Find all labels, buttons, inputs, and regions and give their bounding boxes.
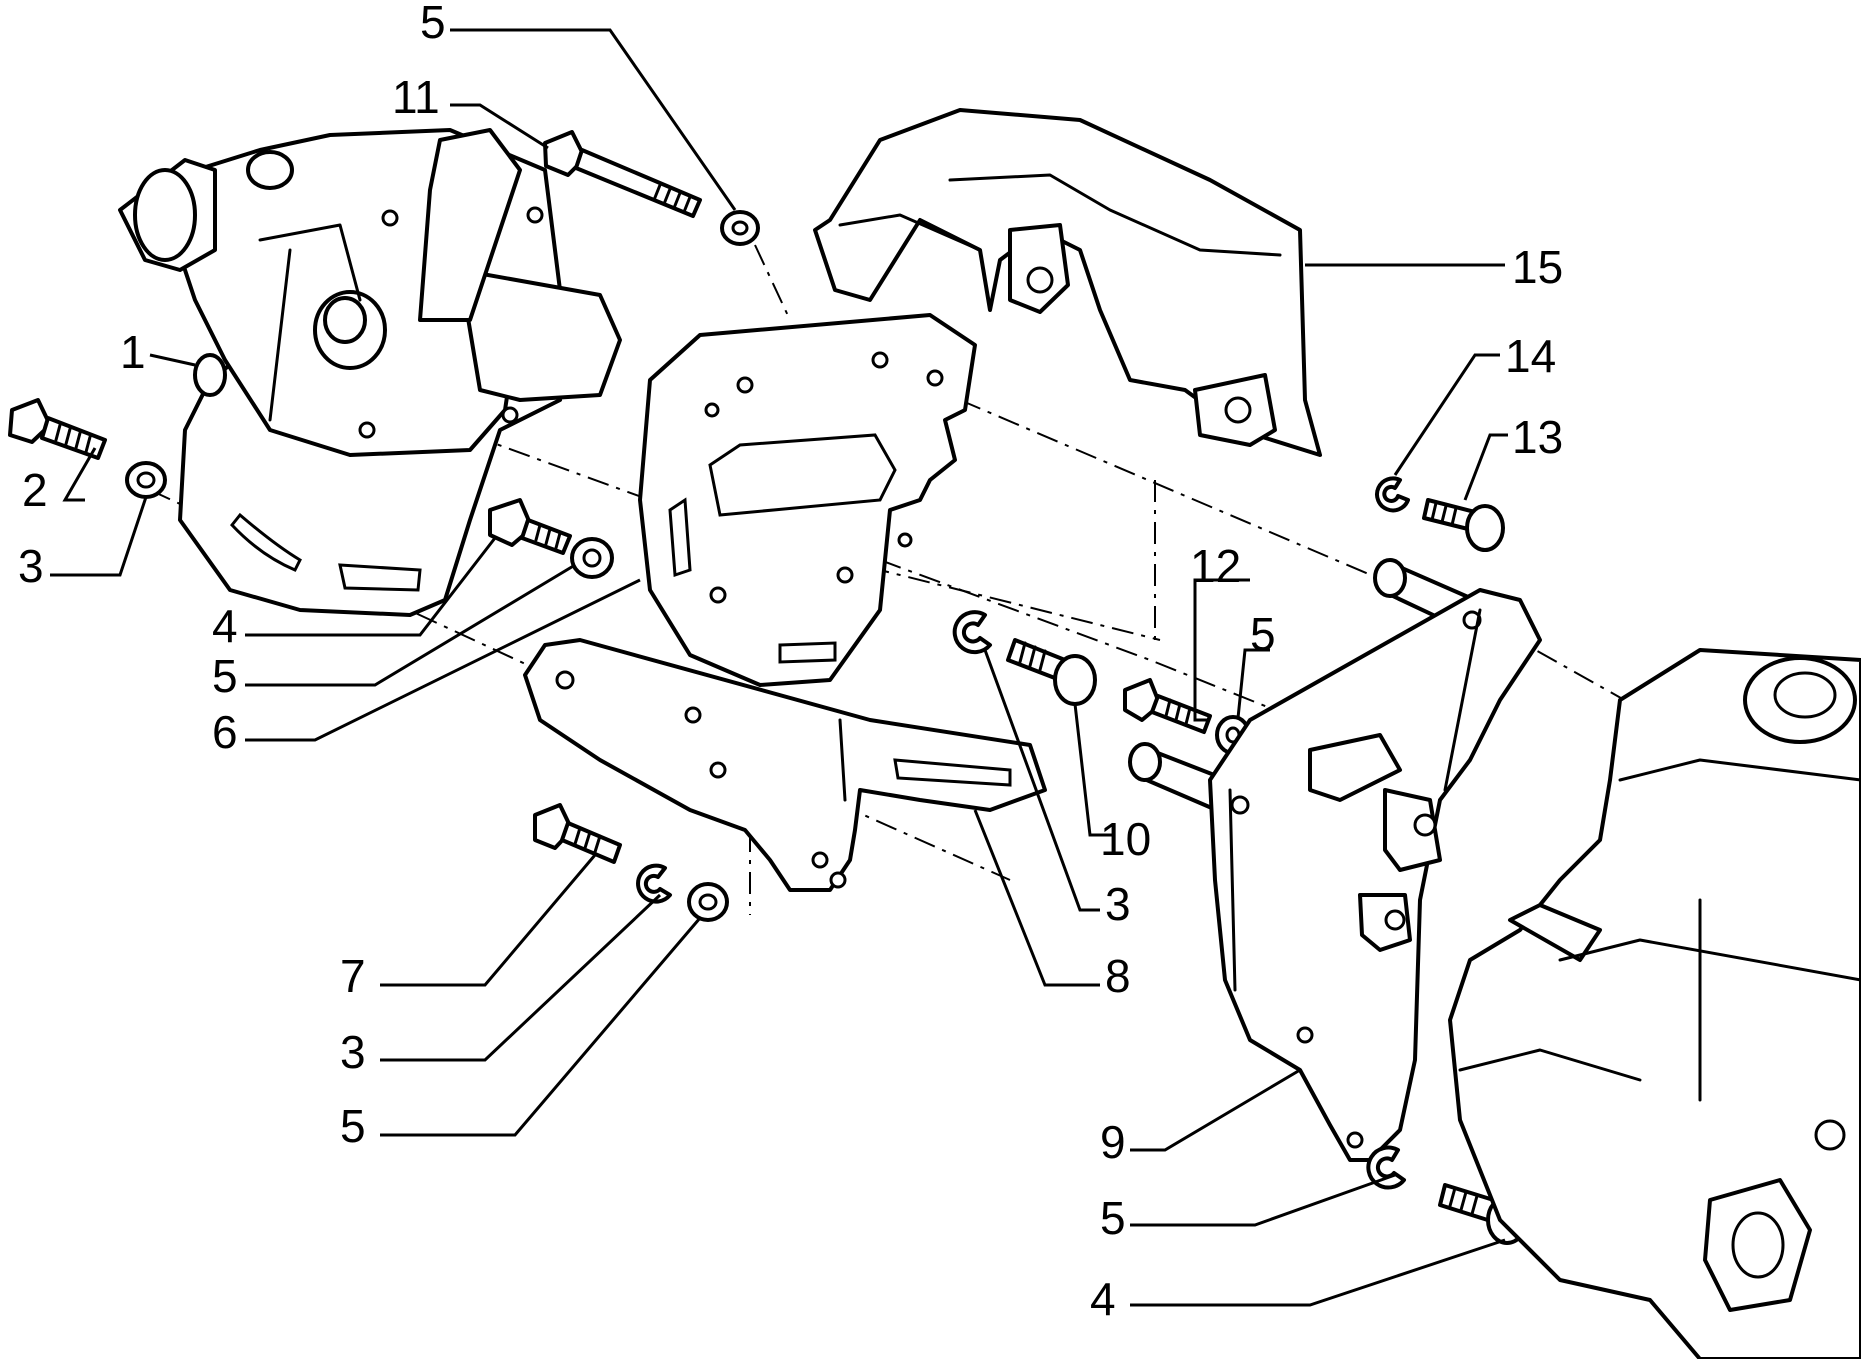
bolt-10 — [1006, 638, 1097, 706]
engine-block — [1448, 648, 1861, 1359]
callout-5c: 5 — [1250, 608, 1276, 660]
adapter-plate-window — [708, 433, 897, 517]
lower-bracket-body — [523, 638, 1047, 892]
callout-12: 12 — [1190, 540, 1241, 592]
leader-14 — [1393, 353, 1500, 476]
leader-11 — [450, 103, 549, 150]
lower-bracket-8 — [523, 638, 1047, 892]
engine-stud — [1508, 903, 1602, 962]
leader-9 — [1130, 1068, 1301, 1152]
leader-4b — [1130, 1238, 1506, 1307]
pump-flange-slot-left — [230, 512, 302, 572]
leader-4a — [245, 537, 497, 637]
pump-bolt-hole-2 — [526, 206, 544, 224]
lower-bracket-slot — [893, 758, 1012, 787]
pump-bolt-hole-1 — [381, 209, 399, 227]
bolt-12 — [1123, 678, 1212, 734]
adapter-plate-6 — [638, 313, 977, 687]
leader-3a — [50, 496, 148, 577]
pump-assembly — [118, 128, 622, 617]
callout-11: 11 — [392, 71, 440, 123]
mounting-bracket-9 — [1128, 558, 1542, 1162]
belt-guard-15 — [813, 108, 1322, 457]
callout-15: 15 — [1512, 241, 1563, 293]
callout-5e: 5 — [1100, 1192, 1126, 1244]
callout-5b: 5 — [212, 650, 238, 702]
adapter-plate-slot-bottom — [778, 641, 837, 664]
leader-5b — [245, 563, 576, 687]
bolt-13 — [1422, 498, 1505, 552]
leader-lines — [50, 28, 1508, 1307]
bolt-2 — [8, 398, 107, 460]
bracket-boss-upper — [1383, 788, 1442, 872]
belt-guard-body — [813, 108, 1322, 457]
belt-guard-ridge — [838, 173, 1282, 257]
pump-body-edge — [258, 223, 362, 422]
leader-6 — [245, 578, 641, 742]
pump-flange-slot-bottom — [338, 563, 422, 592]
leader-5e — [1130, 1173, 1396, 1227]
adapter-plate-slot-left — [668, 497, 692, 578]
leader-2 — [62, 447, 97, 502]
callout-13: 13 — [1512, 411, 1563, 463]
callout-5d: 5 — [340, 1100, 366, 1152]
callout-labels: 5 11 15 14 13 1 2 3 4 5 6 12 5 10 3 8 7 … — [18, 0, 1563, 1325]
callout-5a: 5 — [420, 0, 446, 48]
axis-top — [754, 244, 791, 321]
callout-2: 2 — [22, 464, 48, 516]
engine-block-body — [1448, 648, 1861, 1359]
washer-3-mid — [952, 610, 992, 655]
pump-outlet-port-inner — [323, 296, 367, 344]
leader-3b — [983, 649, 1100, 912]
callout-3a: 3 — [18, 540, 44, 592]
leader-12 — [1193, 578, 1250, 722]
callout-7: 7 — [340, 950, 366, 1002]
leader-5a — [450, 28, 737, 211]
washer-3-bottom — [636, 863, 672, 904]
callout-9: 9 — [1100, 1116, 1126, 1168]
leader-7 — [380, 854, 597, 987]
leader-1 — [149, 353, 196, 367]
pump-outlet-tube — [418, 128, 522, 322]
leader-8 — [973, 809, 1100, 987]
callout-14: 14 — [1505, 330, 1556, 382]
leader-13 — [1463, 433, 1508, 501]
pump-knob-top — [246, 150, 294, 190]
callout-3b: 3 — [1105, 878, 1131, 930]
callout-3c: 3 — [340, 1026, 366, 1078]
washer-14 — [1375, 476, 1410, 513]
callout-8: 8 — [1105, 950, 1131, 1002]
washer-5-lower-right — [1366, 1145, 1406, 1190]
pump-nozzle-cap — [133, 168, 197, 262]
callout-4a: 4 — [212, 600, 238, 652]
callout-6: 6 — [212, 706, 238, 758]
leader-3c — [380, 893, 662, 1062]
callout-4b: 4 — [1090, 1273, 1116, 1325]
pump-bolt-hole-3 — [358, 421, 376, 439]
bolt-4-mid — [488, 498, 572, 555]
callout-10: 10 — [1100, 813, 1151, 865]
pump-bolt-hole-4 — [501, 406, 519, 424]
pump-reservoir — [458, 268, 622, 402]
bolt-11 — [543, 130, 702, 218]
pump-knob-side — [193, 353, 227, 397]
bolt-7 — [533, 803, 622, 864]
leader-10 — [1073, 703, 1115, 837]
leader-5d — [380, 917, 702, 1137]
callout-1: 1 — [120, 326, 146, 378]
leader-5c — [1236, 648, 1270, 719]
bracket-tab — [1308, 733, 1402, 802]
